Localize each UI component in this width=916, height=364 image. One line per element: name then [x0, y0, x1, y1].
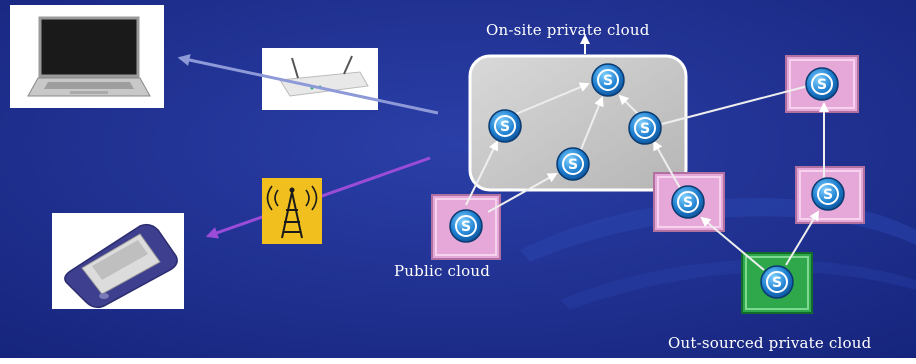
server-gateway-icon: S [760, 265, 794, 299]
server-glyph: S [823, 187, 833, 203]
server-glyph: S [500, 119, 510, 135]
connections [465, 82, 829, 271]
server-glyph: S [568, 157, 578, 173]
server-middle-icon: S [556, 147, 590, 181]
link-public-to-mid [487, 173, 558, 213]
onsite-cloud-box [468, 54, 688, 192]
server-glyph: S [603, 73, 613, 89]
server-glyph: S [817, 77, 827, 93]
server-glyph: S [461, 219, 471, 235]
cell-tower-icon [262, 178, 322, 244]
link-right-to-outsourced2 [661, 85, 809, 125]
laptop-arrow [177, 54, 439, 115]
server-glyph: S [640, 121, 650, 137]
server-top-icon: S [591, 63, 625, 97]
link-gateway-to-outsourced3 [785, 210, 820, 266]
server-glyph: S [683, 195, 693, 211]
tablet-icon [52, 213, 184, 309]
link-mid-to-top [579, 96, 604, 153]
bottom-strip [0, 358, 916, 364]
server-outsourced-1-icon: S [671, 185, 705, 219]
link-s1-to-top [515, 82, 590, 115]
server-glyph: S [772, 275, 782, 291]
outsourced-cloud-label: Out-sourced private cloud [668, 334, 872, 352]
server-outsourced-3-icon: S [811, 177, 845, 211]
link-gateway-to-outsourced1 [700, 216, 765, 271]
link-outsourced1-to-right [653, 140, 681, 189]
servers: S S S S S S S S S [449, 63, 845, 299]
server-right-icon: S [628, 111, 662, 145]
public-cloud-label: Public cloud [394, 262, 491, 280]
onsite-cloud-label: On-site private cloud [486, 21, 650, 39]
server-public-icon: S [449, 209, 483, 243]
background-swoosh-2 [560, 259, 916, 310]
laptop-icon [10, 5, 164, 108]
router-icon [262, 48, 378, 110]
server-outsourced-2-icon: S [805, 67, 839, 101]
server-left-icon: S [488, 109, 522, 143]
link-public-to-s1 [465, 140, 498, 206]
